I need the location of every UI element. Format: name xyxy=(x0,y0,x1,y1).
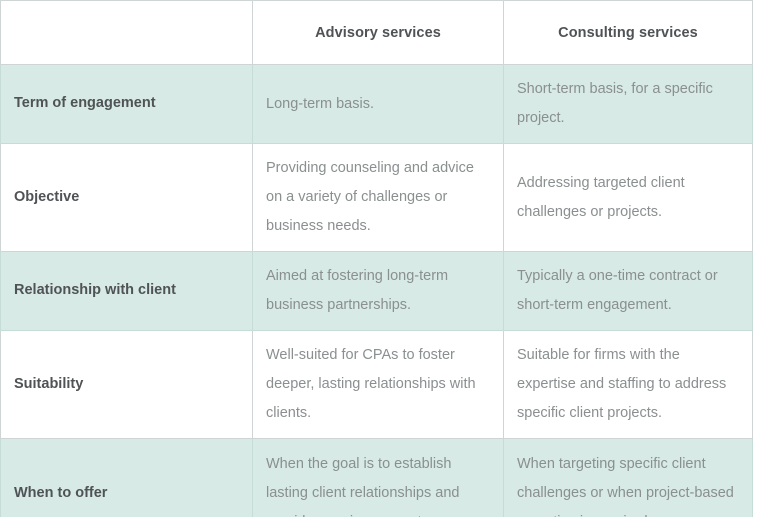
cell-advisory-relationship-with-client: Aimed at fostering long-term business pa… xyxy=(252,251,504,331)
table-row: Objective Providing counseling and advic… xyxy=(0,143,753,252)
table-header: Advisory services Consulting services xyxy=(0,0,753,65)
header-cell-advisory-services: Advisory services xyxy=(252,0,504,65)
header-cell-consulting-services: Consulting services xyxy=(503,0,753,65)
row-label-when-to-offer: When to offer xyxy=(0,438,253,517)
table-row: Relationship with client Aimed at foster… xyxy=(0,251,753,331)
table-header-row: Advisory services Consulting services xyxy=(0,0,753,65)
table-row: Term of engagement Long-term basis. Shor… xyxy=(0,64,753,144)
row-label-term-of-engagement: Term of engagement xyxy=(0,64,253,144)
cell-advisory-objective: Providing counseling and advice on a var… xyxy=(252,143,504,252)
cell-advisory-term-of-engagement: Long-term basis. xyxy=(252,64,504,144)
cell-consulting-suitability: Suitable for firms with the expertise an… xyxy=(503,330,753,439)
cell-advisory-suitability: Well-suited for CPAs to foster deeper, l… xyxy=(252,330,504,439)
cell-consulting-term-of-engagement: Short-term basis, for a specific project… xyxy=(503,64,753,144)
cell-advisory-when-to-offer: When the goal is to establish lasting cl… xyxy=(252,438,504,517)
row-label-objective: Objective xyxy=(0,143,253,252)
cell-consulting-relationship-with-client: Typically a one-time contract or short-t… xyxy=(503,251,753,331)
cell-consulting-when-to-offer: When targeting specific client challenge… xyxy=(503,438,753,517)
header-cell-corner xyxy=(0,0,253,65)
row-label-suitability: Suitability xyxy=(0,330,253,439)
table-row: Suitability Well-suited for CPAs to fost… xyxy=(0,330,753,439)
table-body: Term of engagement Long-term basis. Shor… xyxy=(0,64,753,517)
cell-consulting-objective: Addressing targeted client challenges or… xyxy=(503,143,753,252)
row-label-relationship-with-client: Relationship with client xyxy=(0,251,253,331)
table-row: When to offer When the goal is to establ… xyxy=(0,438,753,517)
